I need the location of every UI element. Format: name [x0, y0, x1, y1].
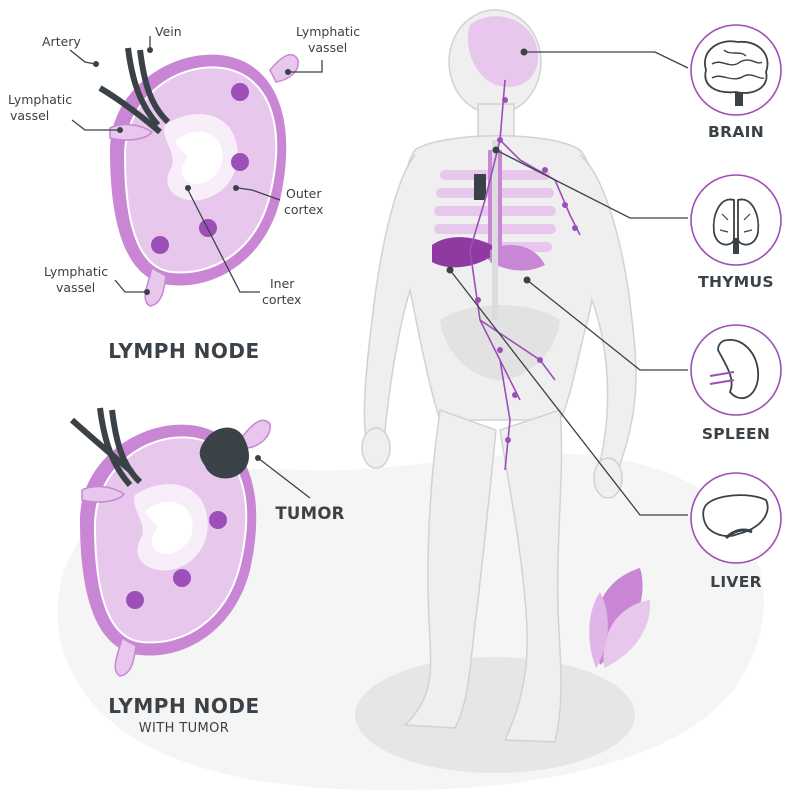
organ-callouts: BRAIN THYMUS SPLEEN LIVER	[446, 24, 782, 591]
label-artery: Artery	[42, 34, 81, 49]
human-body-figure	[361, 9, 637, 743]
label-lymphatic-top-2: vassel	[308, 40, 347, 55]
label-lymphatic-left-2: vassel	[10, 108, 49, 123]
lymph-node-diagram: Artery Vein Lymphatic vassel Lymphatic v…	[8, 24, 360, 363]
lymph-node-tumor-diagram: TUMOR LYMPH NODE WITH TUMOR	[69, 407, 344, 736]
decorative-leaves	[589, 568, 651, 668]
organ-label-spleen: SPLEEN	[702, 425, 770, 443]
label-vein: Vein	[155, 24, 182, 39]
brain-icon	[704, 40, 769, 106]
label-iner-2: cortex	[262, 292, 301, 307]
liver-icon	[702, 494, 769, 540]
tumor-label: TUMOR	[275, 504, 344, 523]
tumor-mass	[199, 427, 250, 479]
label-lymphatic-bottom-2: vassel	[56, 280, 95, 295]
spleen-icon	[709, 339, 759, 400]
label-iner-1: Iner	[270, 276, 295, 291]
lymph-node-tumor-subtitle: WITH TUMOR	[139, 721, 229, 736]
label-lymphatic-top-1: Lymphatic	[296, 24, 360, 39]
organ-label-brain: BRAIN	[708, 123, 764, 141]
lymph-node-tumor-title: LYMPH NODE	[108, 694, 259, 718]
organ-label-thymus: THYMUS	[698, 273, 774, 291]
organ-label-liver: LIVER	[710, 573, 762, 591]
label-lymphatic-bottom-1: Lymphatic	[44, 264, 108, 279]
label-outer-1: Outer	[286, 186, 322, 201]
label-outer-2: cortex	[284, 202, 323, 217]
label-lymphatic-left-1: Lymphatic	[8, 92, 72, 107]
lymph-node-title: LYMPH NODE	[108, 339, 259, 363]
thymus-icon	[712, 198, 760, 254]
